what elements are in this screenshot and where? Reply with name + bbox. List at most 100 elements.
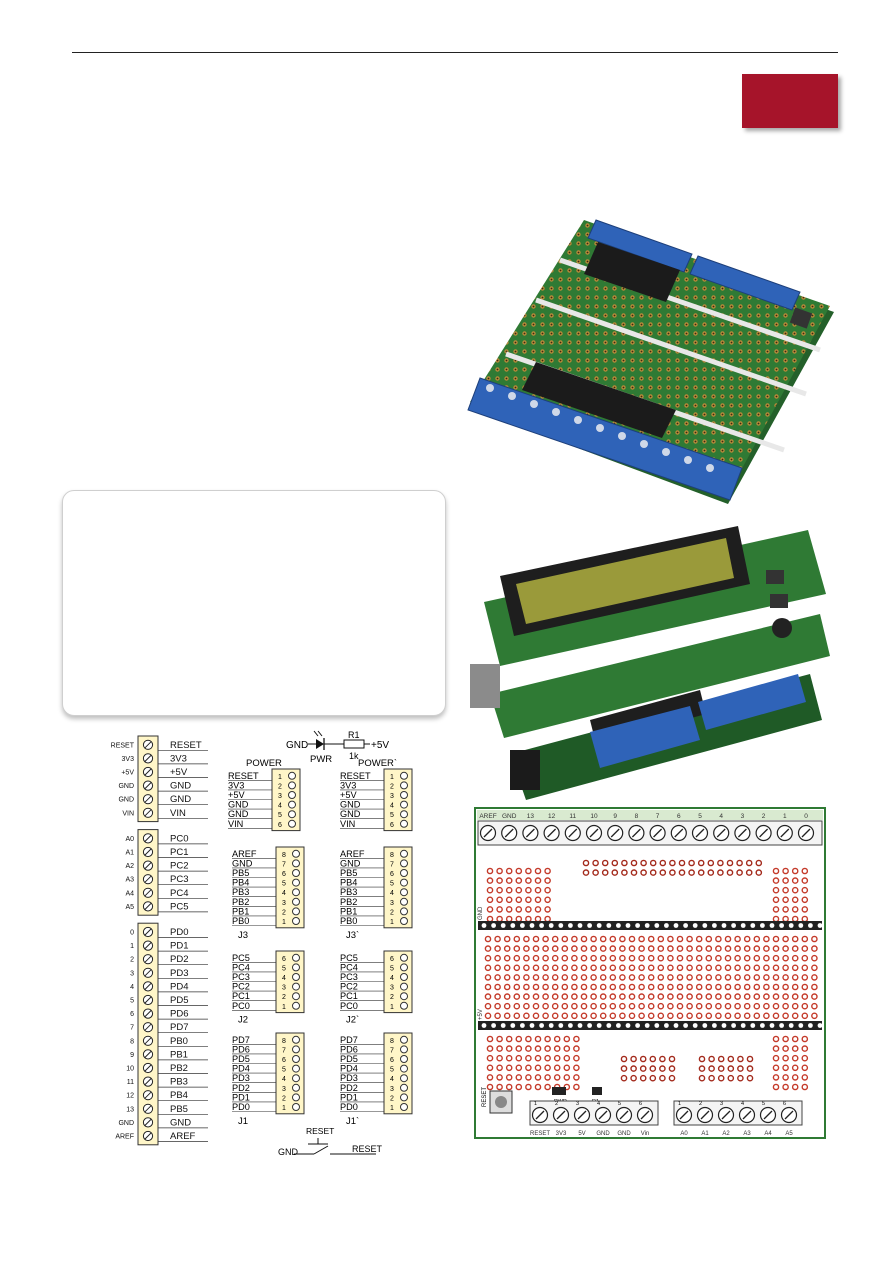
board-hole (811, 935, 818, 943)
board-top-label: GND (502, 813, 517, 820)
board-bottom-label: A1 (701, 1131, 709, 1137)
screw-slot (144, 809, 152, 817)
board-hole (544, 886, 551, 894)
board-hole (753, 1002, 761, 1010)
screw-slot (589, 828, 599, 838)
rail-hole (644, 923, 650, 928)
board-bottom-label: A5 (785, 1131, 793, 1137)
board-hole (726, 859, 734, 867)
header-pin-label: PB0 (232, 916, 249, 926)
board-hole (782, 1002, 789, 1010)
board-hole (746, 1055, 754, 1063)
board-bottom-label: RESET (530, 1131, 550, 1137)
header-pin-number: 2 (282, 994, 286, 1001)
board-hole (513, 935, 521, 943)
header-name: J2 (238, 1015, 248, 1026)
header-pin-number: 3 (282, 985, 286, 992)
header-pin-label: PD4 (340, 1064, 358, 1074)
header-block (383, 768, 413, 832)
header-pin-number: 5 (282, 965, 286, 972)
board-hole (736, 869, 743, 876)
board-hole (763, 964, 770, 972)
board-hole (647, 983, 655, 991)
led-gnd-label: GND (286, 740, 308, 751)
header-pin-label: PB0 (340, 916, 357, 926)
board-hole (611, 859, 619, 867)
board-hole (657, 1002, 665, 1010)
board-hole (505, 1054, 513, 1062)
header-pin-number: 5 (282, 1067, 286, 1074)
board-hole (755, 859, 763, 867)
strip-signal-label: PB3 (170, 1077, 188, 1088)
header-pin-number: 7 (390, 861, 394, 868)
board-hole (772, 1002, 780, 1010)
header-pin-icon (292, 1035, 300, 1044)
header-pin-label: PD7 (340, 1035, 358, 1045)
board-hole (707, 859, 715, 867)
board-hole (763, 983, 770, 991)
rail-hole (616, 923, 621, 928)
board-hole (686, 964, 693, 972)
board-hole (695, 1002, 703, 1010)
screw-slot (144, 983, 152, 990)
board-hole (695, 954, 703, 962)
board-hole (599, 974, 607, 981)
board-hole (534, 1045, 542, 1052)
board-hole (639, 1055, 647, 1063)
switch-left-label: GND (278, 1147, 299, 1157)
board-hole (599, 1012, 607, 1020)
board-hole (571, 954, 578, 962)
strip-signal-label: PD2 (170, 954, 188, 965)
board-hole (486, 867, 494, 875)
board-hole (561, 1002, 569, 1010)
board-hole (544, 877, 551, 884)
board-hole (551, 945, 559, 952)
lcd-shield-photo (470, 526, 830, 800)
board-hole (561, 954, 569, 962)
board-hole (801, 1064, 809, 1072)
board-hole (525, 886, 532, 894)
board-hole (609, 935, 617, 943)
board-hole (503, 935, 511, 943)
header-pin-icon (400, 781, 408, 790)
board-hole (505, 1035, 513, 1043)
board-hole (772, 1035, 780, 1043)
board-hole (563, 1074, 571, 1081)
board-top-label: 3 (741, 813, 745, 820)
board-hole (486, 1035, 494, 1043)
screw-slot (144, 875, 152, 883)
board-hole (763, 993, 770, 1000)
board-hole (484, 983, 492, 991)
board-hole (676, 954, 684, 962)
board-hole (753, 993, 761, 1000)
led-ray (313, 730, 319, 737)
screw-slot (144, 1010, 152, 1017)
board-hole (496, 1083, 503, 1091)
header-pin-label: PC0 (340, 1001, 358, 1011)
board-hole (638, 993, 645, 1000)
strip-signal-label: PC4 (170, 888, 188, 899)
screw-slot (780, 828, 790, 838)
screw-slot (631, 828, 641, 838)
board-hole (609, 1012, 617, 1020)
header-block (383, 846, 413, 929)
rail-hole (635, 923, 640, 928)
board-hole (573, 1064, 580, 1072)
board-hole (484, 993, 492, 1000)
rail-hole (654, 923, 660, 928)
board-hole (532, 945, 540, 952)
screw-slot (556, 1110, 566, 1120)
board-hole (647, 954, 655, 962)
board-hole (811, 954, 818, 962)
board-hole (503, 993, 511, 1000)
board-hole (791, 906, 799, 913)
board-hole (724, 964, 732, 972)
header-pin-label: 3V3 (340, 780, 356, 790)
header-pin-label: PD1 (340, 1092, 358, 1102)
board-hole (628, 1012, 636, 1020)
strip-pin-label: GND (118, 797, 134, 804)
board-hole (609, 954, 617, 962)
board-hole (772, 993, 780, 1000)
board-hole (505, 896, 513, 904)
